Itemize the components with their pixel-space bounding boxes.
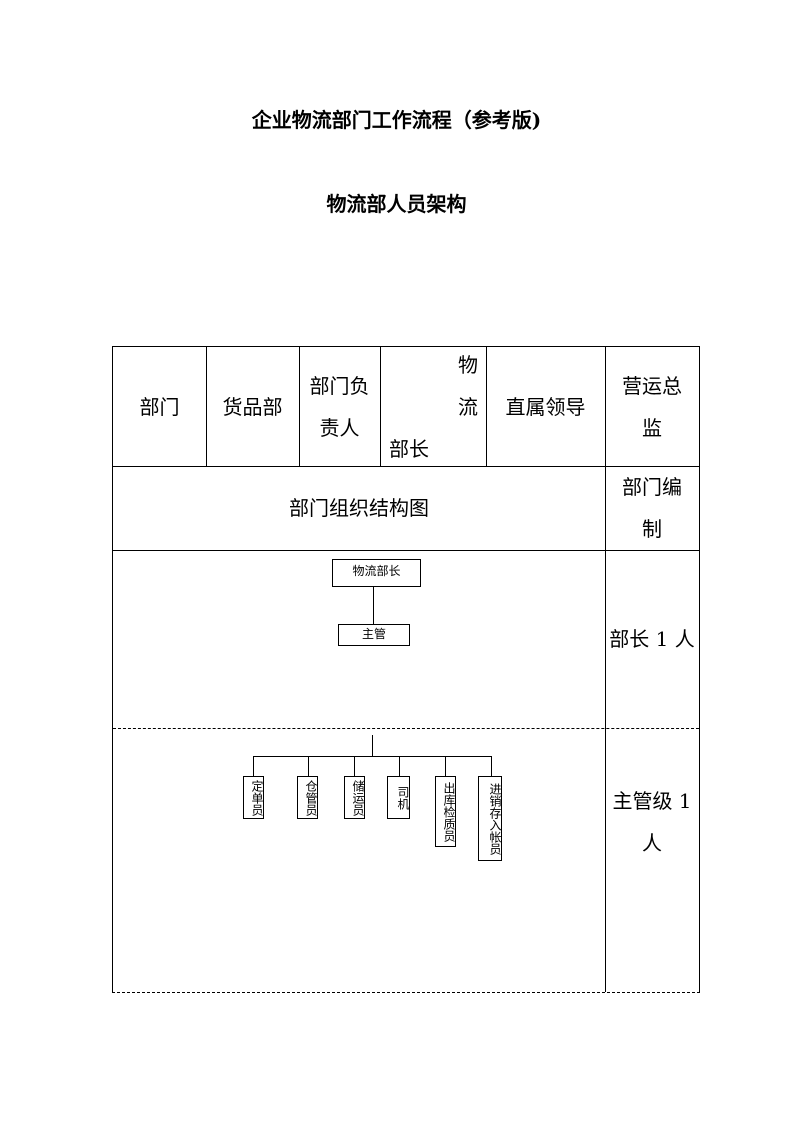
level2-staffing-line2: 人 [642,831,662,855]
leader-value-line1: 营运总 [622,373,682,398]
leader-label-cell: 直属领导 [486,347,605,466]
connector-line [373,587,374,624]
org-box-order-clerk: 定单员 [243,776,264,819]
staffing-label-line1: 部门编 [622,475,682,499]
org-box-logistics-head: 物流部长 [332,559,421,587]
leader-label: 直属领导 [505,394,586,419]
col-divider [486,347,487,466]
section-title: 物流部人员架构 [326,192,467,216]
leader-value-line2: 监 [642,415,662,440]
dept-label: 部门 [139,394,180,419]
row-divider [113,728,699,729]
org-box-outbound-inspector: 出库检质员 [435,776,456,847]
col-divider [605,347,606,992]
head-label-line1: 部门负 [309,373,370,398]
connector-line [445,756,446,776]
level1-staffing: 部长 1 人 [609,627,695,651]
table-bottom-edge [112,992,700,993]
connector-line [399,756,400,776]
head-value-line2: 部长 [389,436,429,461]
connector-line [253,756,492,757]
connector-line [308,756,309,776]
head-label-cell: 部门负 责人 [299,347,380,466]
staffing-label-cell: 部门编 制 [605,466,699,550]
col-divider [299,347,300,466]
org-chart-label: 部门组织结构图 [289,496,429,520]
col-divider [206,347,207,466]
org-table: 部门 货品部 部门负 责人 物 流 部长 直属领导 营运总 监 部门组织结构图 … [112,346,700,993]
connector-line [354,756,355,776]
level2-staffing-line1: 主管级 1 [612,789,692,813]
leader-value-cell: 营运总 监 [605,347,699,466]
head-value-line1: 物 流 [458,352,538,419]
level2-staffing-cell: 主管级 1 人 [605,728,699,992]
level1-staffing-cell: 部长 1 人 [605,550,699,728]
row-divider [113,466,699,467]
dept-value: 货品部 [222,394,283,419]
head-value-cell: 物 流 部长 [380,347,518,466]
connector-line [491,756,492,776]
org-chart-label-cell: 部门组织结构图 [113,466,605,550]
org-box-driver: 司机 [387,776,410,819]
document-title: 企业物流部门工作流程（参考版) [251,108,542,132]
org-box-warehouse-keeper: 仓管员 [297,776,318,819]
staffing-label-line2: 制 [642,517,662,541]
org-box-supervisor: 主管 [338,624,410,646]
connector-line [253,756,254,776]
head-label-line2: 责人 [319,415,360,440]
col-divider [380,347,381,466]
connector-line [372,735,373,756]
org-box-storage-transport: 储运员 [344,776,365,819]
row-divider [113,550,699,551]
org-box-inventory-clerk: 进销存入帐员 [478,776,502,861]
dept-label-cell: 部门 [113,347,206,466]
dept-value-cell: 货品部 [206,347,299,466]
